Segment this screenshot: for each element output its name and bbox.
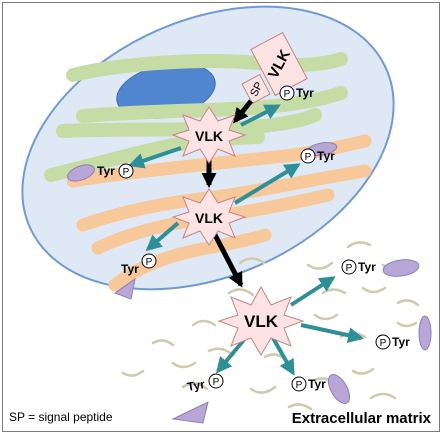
vlk-label-er: VLK	[195, 128, 223, 144]
vlk-secretion-diagram: SP VLK VLK VLK VLK	[9, 5, 432, 427]
svg-text:P: P	[305, 152, 312, 163]
vlk-enzyme-er: VLK	[171, 106, 247, 164]
svg-text:Tyr: Tyr	[296, 86, 314, 100]
svg-text:Tyr: Tyr	[317, 149, 335, 163]
substrate-icon	[67, 164, 95, 182]
svg-text:Tyr: Tyr	[358, 260, 376, 274]
svg-text:P: P	[380, 338, 387, 349]
svg-text:P: P	[284, 89, 291, 100]
substrate-icon	[113, 277, 136, 300]
svg-text:P: P	[296, 380, 303, 391]
substrates	[67, 142, 432, 424]
phospho-tyr-er-left: Tyr P	[97, 163, 134, 179]
svg-text:P: P	[346, 263, 353, 274]
vlk-label-golgi: VLK	[195, 210, 223, 226]
phosphorylation-arrows	[127, 104, 365, 376]
golgi-to-matrix-arrow	[210, 229, 244, 288]
substrate-icon	[171, 401, 209, 424]
vlk-label-matrix: VLK	[244, 312, 279, 331]
substrate-icon	[418, 315, 432, 351]
svg-text:P: P	[213, 377, 220, 388]
svg-text:P: P	[146, 257, 153, 268]
substrate-icon	[327, 374, 351, 404]
svg-text:Tyr: Tyr	[186, 377, 206, 394]
svg-text:P: P	[123, 167, 130, 178]
vlk-enzyme-matrix: VLK	[217, 285, 305, 356]
sp-legend: SP = signal peptide	[9, 410, 113, 424]
signal-peptide-box	[241, 73, 271, 105]
substrate-icon	[382, 259, 420, 277]
phospho-tyr-matrix-upper: P Tyr	[341, 259, 376, 275]
phospho-tyr-golgi-right: P Tyr	[300, 148, 335, 164]
phospho-tyr-matrix-left: Tyr P	[186, 373, 224, 394]
vlk-enzyme-golgi: VLK	[171, 188, 247, 246]
phospho-tyr-er-right: P Tyr	[279, 85, 314, 101]
phospho-tyr-matrix-right: P Tyr	[375, 334, 410, 350]
svg-text:Tyr: Tyr	[97, 164, 115, 178]
extracellular-matrix-label: Extracellular matrix	[292, 410, 432, 427]
svg-text:Tyr: Tyr	[392, 335, 410, 349]
svg-text:Tyr: Tyr	[308, 377, 326, 391]
svg-text:Tyr: Tyr	[121, 262, 139, 276]
precursor-to-er-arrow	[233, 99, 253, 124]
phospho-tyr-golgi-left: Tyr P	[121, 253, 157, 276]
phospho-tyr-matrix-lower: P Tyr	[291, 376, 326, 392]
diagram-frame: SP VLK VLK VLK VLK	[2, 2, 440, 432]
